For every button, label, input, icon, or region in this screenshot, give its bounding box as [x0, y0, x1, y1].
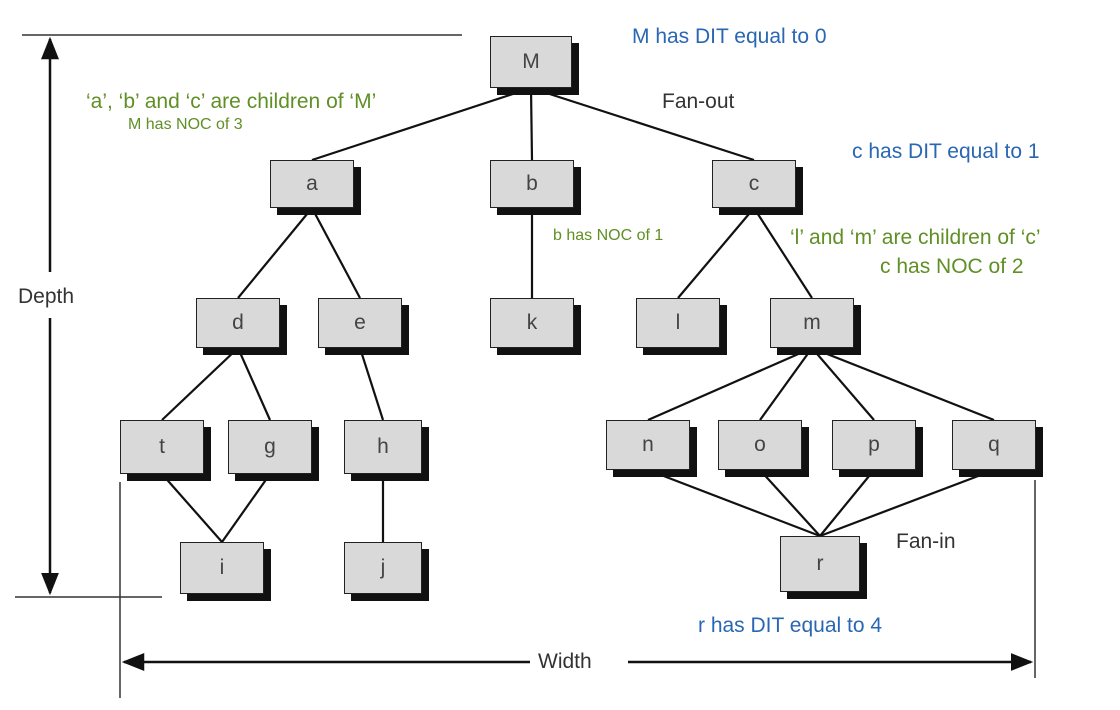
edge-d-t — [161, 347, 239, 421]
node-h: h — [344, 420, 429, 481]
c-dit-annotation: c has DIT equal to 1 — [852, 140, 1040, 163]
node-label: n — [606, 420, 690, 470]
node-label: m — [770, 298, 854, 348]
edge-lines — [161, 86, 995, 543]
node-i: i — [180, 542, 271, 601]
node-label: i — [180, 542, 264, 594]
node-label: a — [270, 160, 354, 208]
edge-c-m — [753, 207, 813, 299]
edge-a-d — [237, 207, 313, 299]
edge-e-h — [358, 347, 385, 421]
fan-out-label: Fan-out — [662, 90, 735, 113]
node-l: l — [636, 298, 727, 355]
node-label: h — [344, 420, 422, 474]
edge-d-g — [236, 347, 272, 421]
edge-a-e — [311, 207, 361, 299]
node-label: c — [712, 160, 796, 208]
node-p: p — [832, 420, 923, 477]
edge-g-i — [221, 473, 271, 543]
edge-M-a — [311, 86, 532, 162]
node-c: c — [712, 160, 803, 215]
edge-M-b — [529, 87, 534, 161]
node-label: d — [196, 298, 280, 348]
node-d: d — [196, 298, 287, 355]
node-label: k — [490, 298, 574, 348]
edge-m-n — [647, 346, 813, 422]
edge-m-p — [811, 347, 875, 421]
node-b: b — [490, 160, 581, 215]
fan-in-label: Fan-in — [896, 530, 956, 553]
width-label: Width — [538, 650, 592, 673]
node-n: n — [606, 420, 697, 477]
node-k: k — [490, 298, 581, 355]
node-label: e — [318, 298, 402, 348]
edge-t-i — [161, 473, 223, 543]
r-dit-annotation: r has DIT equal to 4 — [698, 614, 883, 637]
edge-n-r — [647, 468, 821, 538]
edge-M-c — [530, 86, 755, 162]
node-label: b — [490, 160, 574, 208]
node-m: m — [770, 298, 861, 355]
node-M: M — [490, 36, 579, 95]
c-noc-annotation: c has NOC of 2 — [880, 255, 1024, 278]
node-j: j — [344, 542, 429, 601]
edge-o-r — [759, 469, 821, 537]
edge-c-l — [677, 207, 755, 299]
node-label: p — [832, 420, 916, 470]
children-of-m-annotation: ‘a’, ‘b’ and ‘c’ are children of ‘M’ — [86, 90, 377, 113]
node-a: a — [270, 160, 361, 215]
node-label: g — [228, 420, 312, 474]
node-r: r — [780, 536, 867, 599]
node-label: o — [718, 420, 802, 470]
node-label: q — [952, 420, 1036, 470]
edge-p-r — [819, 469, 875, 537]
depth-label: Depth — [18, 283, 75, 311]
edge-m-o — [759, 347, 813, 421]
edge-q-r — [819, 468, 995, 538]
node-label: j — [344, 542, 422, 594]
b-noc-annotation: b has NOC of 1 — [553, 227, 664, 244]
node-o: o — [718, 420, 809, 477]
node-label: l — [636, 298, 720, 348]
m-noc-annotation: M has NOC of 3 — [128, 116, 243, 133]
children-of-c-annotation: ‘l’ and ‘m’ are children of ‘c’ — [790, 226, 1041, 249]
node-t: t — [120, 420, 211, 481]
node-e: e — [318, 298, 409, 355]
node-g: g — [228, 420, 319, 481]
edge-m-q — [811, 346, 995, 422]
node-label: t — [120, 420, 204, 474]
m-dit-annotation: M has DIT equal to 0 — [632, 25, 827, 48]
node-label: r — [780, 536, 860, 592]
node-label: M — [490, 36, 572, 88]
node-q: q — [952, 420, 1043, 477]
